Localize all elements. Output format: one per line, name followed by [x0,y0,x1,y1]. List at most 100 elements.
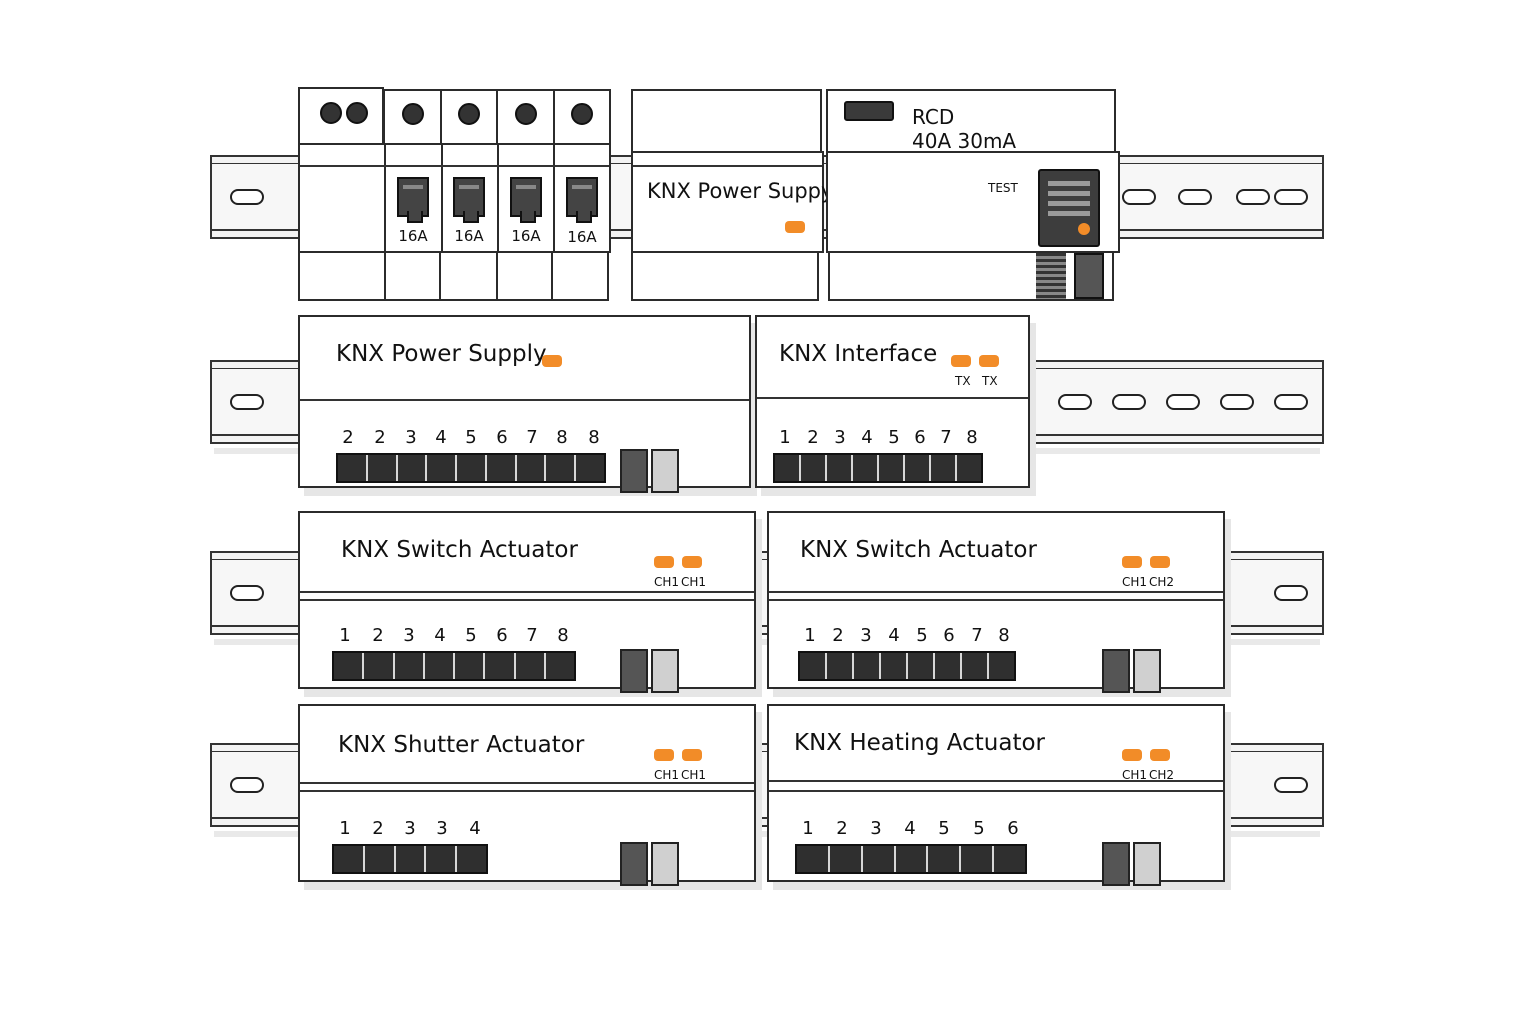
channel-number: 2 [372,818,384,839]
channel-number: 4 [434,625,446,646]
breaker-rating: 16A [511,227,541,245]
din-clip[interactable] [651,842,679,886]
channel-number: 6 [943,625,955,646]
terminal-block[interactable] [795,844,1027,874]
channel-number: 5 [973,818,985,839]
channel-number: 8 [588,427,600,448]
led-label: CH2 [1149,575,1175,589]
led-label: CH1 [681,768,707,782]
channel-led [1150,556,1170,568]
tx-led [951,355,971,367]
terminal-screw-icon [458,103,480,125]
channel-led [1122,556,1142,568]
channel-number: 2 [372,625,384,646]
channel-number: 5 [916,625,928,646]
rcd-rating: 40A 30mA [912,129,1017,153]
channel-number: 4 [904,818,916,839]
channel-number: 3 [403,625,415,646]
din-clip[interactable] [620,449,648,493]
channel-number: 1 [779,427,791,448]
led-label: CH2 [1149,768,1175,782]
channel-led [654,556,674,568]
module-title: KNX Shutter Actuator [338,732,585,758]
module-title: KNX Power Supply [336,341,547,367]
rcd-status-dot-icon [1078,223,1090,235]
channel-number: 3 [870,818,882,839]
channel-number: 2 [374,427,386,448]
module-title: KNX Interface [779,341,938,367]
led-label: CH1 [654,575,680,589]
breaker-toggle[interactable] [453,177,485,223]
tx-led [979,355,999,367]
channel-number: 2 [807,427,819,448]
row1-power-supply-module: KNX Power Suppy [631,151,833,253]
channel-number: 6 [496,625,508,646]
heating-actuator-module: KNX Heating Actuator CH1 CH2 1 2 3 4 5 5… [767,704,1225,886]
power-supply-top [631,89,822,153]
led-label: TX [982,374,998,388]
led-label: CH1 [1122,768,1148,782]
channel-number: 3 [860,625,872,646]
channel-number: 7 [526,427,538,448]
rcd-title: RCD [912,105,955,129]
terminal-screw-icon [571,103,593,125]
breaker-toggle[interactable] [510,177,542,223]
channel-number: 8 [966,427,978,448]
module-title: KNX Switch Actuator [800,537,1037,563]
channel-number: 5 [888,427,900,448]
din-clip[interactable] [651,449,679,493]
din-clip[interactable] [651,649,679,693]
led-label: CH1 [1122,575,1148,589]
channel-number: 4 [861,427,873,448]
switch-actuator-module-a: KNX Switch Actuator CH1 CH1 1 2 3 4 5 6 … [298,511,756,693]
channel-led [682,749,702,761]
terminal-block[interactable] [332,844,488,874]
channel-number: 5 [465,427,477,448]
rcd-base [828,251,1114,301]
channel-number: 2 [832,625,844,646]
channel-number: 5 [938,818,950,839]
breaker-group-base [298,251,609,301]
main-switch-top [298,87,384,145]
led-label: CH1 [654,768,680,782]
terminal-block[interactable] [773,453,983,483]
channel-number: 5 [465,625,477,646]
channel-led [682,556,702,568]
terminal-screw-icon [320,102,342,124]
channel-number: 1 [802,818,814,839]
din-clip[interactable] [1133,842,1161,886]
terminal-block[interactable] [332,651,576,681]
rcd-indicator-window [844,101,894,121]
channel-number: 7 [526,625,538,646]
rcd-test-lever[interactable] [1038,169,1100,247]
din-clip[interactable] [620,649,648,693]
channel-number: 3 [404,818,416,839]
terminal-screw-icon [515,103,537,125]
breaker-toggle[interactable] [566,177,598,223]
channel-led [654,749,674,761]
breaker-rating: 16A [567,228,597,246]
module-title: KNX Power Suppy [647,179,834,203]
channel-number: 4 [435,427,447,448]
channel-number: 2 [342,427,354,448]
terminal-block[interactable] [336,453,606,483]
status-led [542,355,562,367]
din-clip[interactable] [1102,842,1130,886]
din-clip[interactable] [620,842,648,886]
channel-number: 4 [888,625,900,646]
channel-number: 4 [469,818,481,839]
rcd-test-label: TEST [988,181,1018,195]
din-clip[interactable] [1133,649,1161,693]
switch-actuator-module-b: KNX Switch Actuator CH1 CH2 1 2 3 4 5 6 … [767,511,1225,693]
channel-number: 1 [339,625,351,646]
module-title: KNX Switch Actuator [341,537,578,563]
terminal-block[interactable] [798,651,1016,681]
channel-number: 6 [1007,818,1019,839]
din-clip[interactable] [1102,649,1130,693]
channel-number: 1 [339,818,351,839]
module-title: KNX Heating Actuator [794,730,1046,756]
breaker-toggle[interactable] [397,177,429,223]
channel-number: 8 [556,427,568,448]
shutter-actuator-module: KNX Shutter Actuator CH1 CH1 1 2 3 3 4 [298,704,756,886]
led-label: TX [955,374,971,388]
